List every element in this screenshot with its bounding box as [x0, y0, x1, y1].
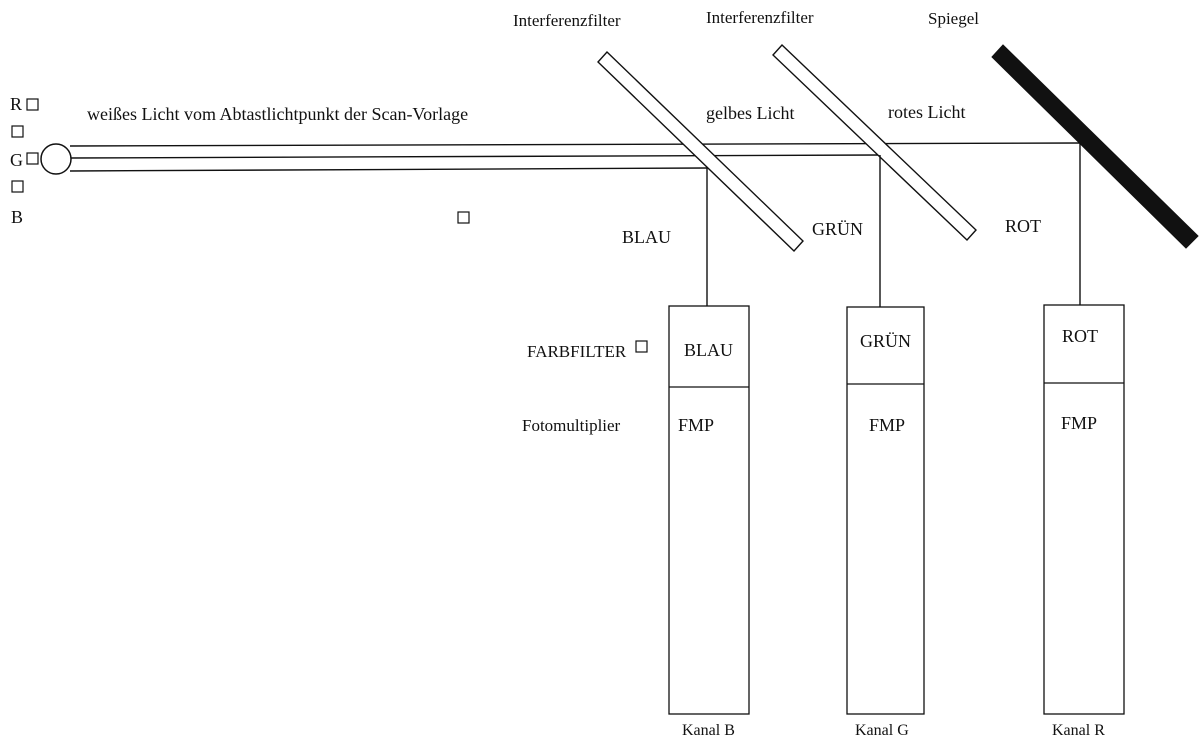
channel-label-g: Kanal G — [855, 722, 909, 739]
beam-red — [69, 142, 1081, 147]
label-mirror: Spiegel — [928, 9, 979, 28]
filter-label-blue: BLAU — [684, 340, 733, 360]
label-white-light: weißes Licht vom Abtastlichtpunkt der Sc… — [87, 104, 468, 124]
channel-red — [1043, 304, 1125, 715]
marker-square — [11, 180, 24, 193]
label-yellow-light: gelbes Licht — [706, 103, 794, 123]
label-interference-filter-2: Interferenzfilter — [706, 8, 814, 27]
marker-square-g — [26, 152, 39, 165]
marker-square — [635, 340, 648, 353]
channel-column — [846, 306, 925, 715]
label-beam-red: ROT — [1005, 216, 1041, 236]
beam-blue — [69, 167, 708, 172]
interference-filter-1 — [597, 50, 804, 253]
fmp-label-green: FMP — [869, 415, 905, 435]
interference-filter-2 — [772, 43, 977, 242]
label-g: G — [10, 150, 23, 170]
channel-column — [1043, 304, 1125, 715]
channel-label-r: Kanal R — [1052, 722, 1105, 739]
label-fotomultiplier: Fotomultiplier — [522, 416, 621, 435]
channel-label-b: Kanal B — [682, 722, 735, 739]
label-r: R — [10, 94, 22, 114]
fmp-label-red: FMP — [1061, 413, 1097, 433]
marker-square-r — [26, 98, 39, 111]
light-source-circle — [40, 143, 72, 175]
channel-green — [846, 306, 925, 715]
label-interference-filter-1: Interferenzfilter — [513, 11, 621, 30]
fmp-label-blue: FMP — [678, 415, 714, 435]
label-farbfilter: FARBFILTER — [527, 342, 627, 361]
filter-label-red: ROT — [1062, 326, 1098, 346]
marker-square — [457, 211, 470, 224]
label-beam-green: GRÜN — [812, 219, 863, 239]
label-red-light: rotes Licht — [888, 102, 965, 122]
marker-square — [11, 125, 24, 138]
channel-column — [668, 305, 750, 715]
filter-label-green: GRÜN — [860, 331, 911, 351]
mirror — [991, 44, 1199, 249]
channel-blue — [668, 305, 750, 715]
label-beam-blue: BLAU — [622, 227, 671, 247]
beam-green — [70, 154, 881, 159]
label-b: B — [11, 207, 23, 227]
